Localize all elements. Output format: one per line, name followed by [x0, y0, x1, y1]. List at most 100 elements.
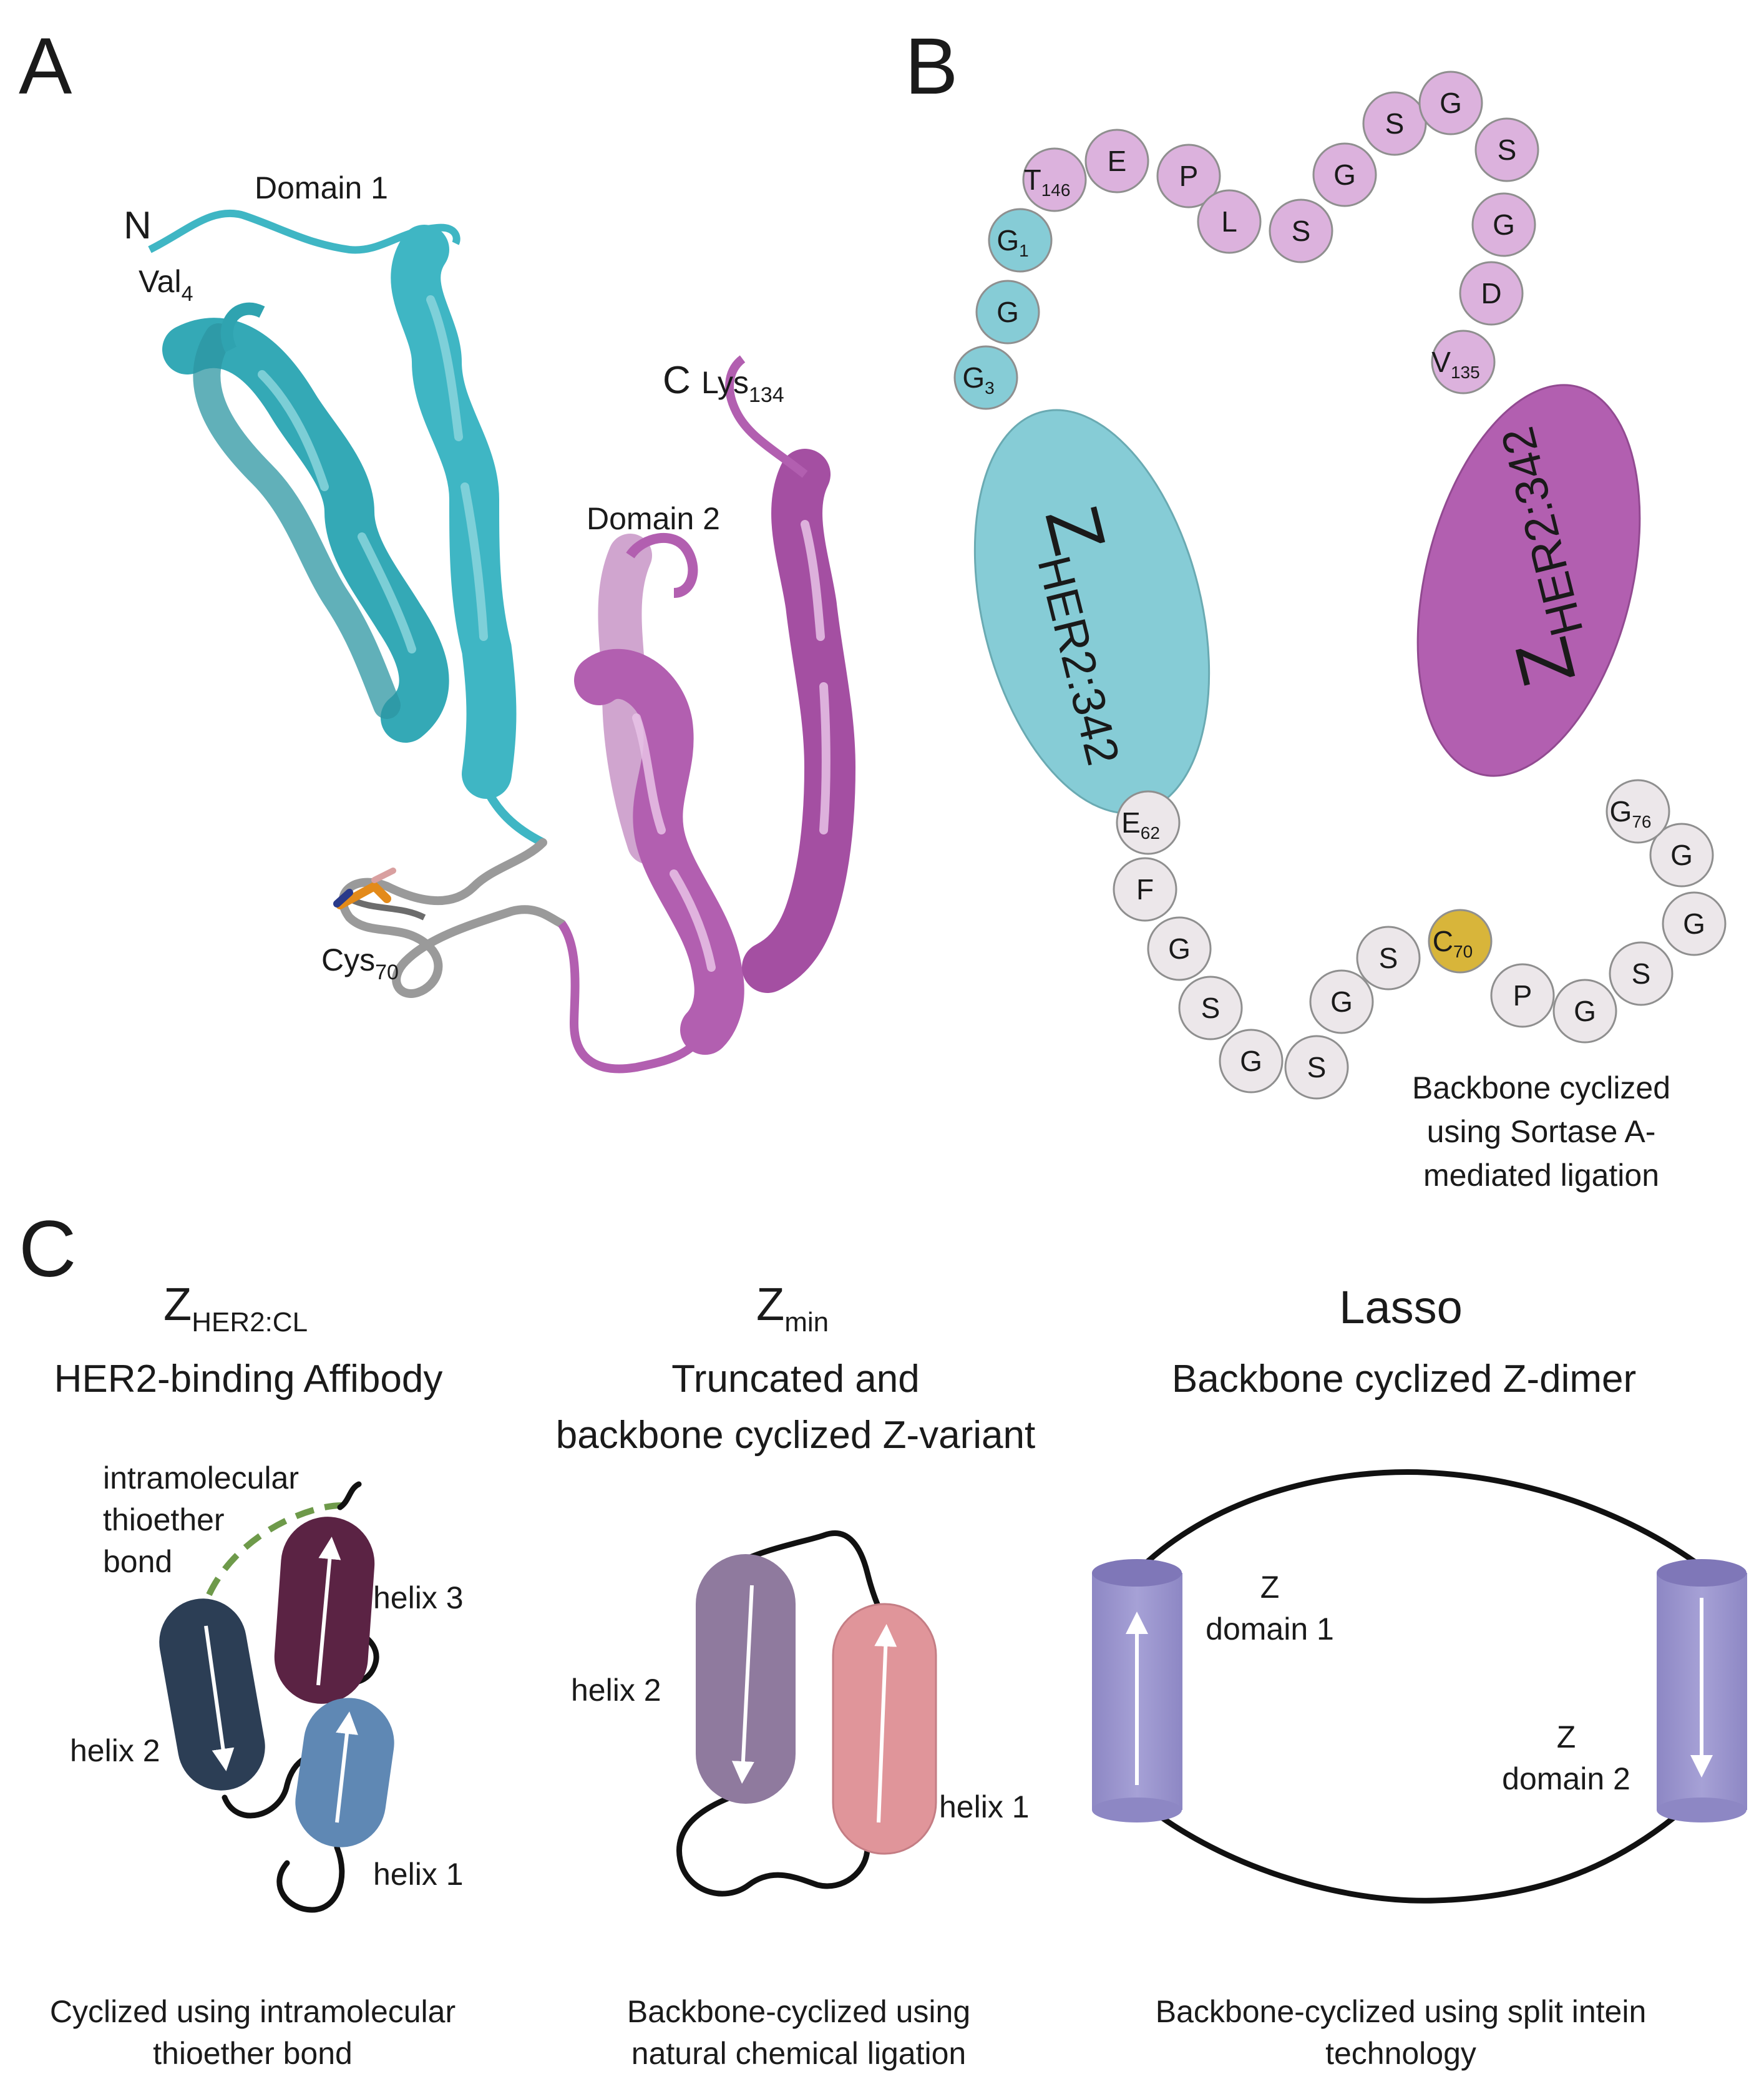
- residue-bead: F: [1113, 857, 1177, 922]
- residue-bead: G3: [953, 345, 1018, 410]
- residue-bead: G1: [988, 208, 1053, 273]
- lasso-title: Lasso: [1339, 1281, 1462, 1333]
- residue-circle: [1459, 261, 1524, 326]
- domain2-linker: [558, 921, 709, 1074]
- residue-circle: [1113, 857, 1177, 922]
- bond-label-line1: intramolecular: [103, 1460, 299, 1495]
- lasso-subtitle: Backbone cyclized Z-dimer: [1172, 1357, 1636, 1401]
- residue-label: G: [1574, 995, 1596, 1027]
- zher2cl-loop-top: [337, 1481, 362, 1510]
- zher2cl-title: ZHER2:CL: [163, 1278, 308, 1338]
- residue-label: T146: [1024, 164, 1071, 200]
- helix1-capsule: [295, 1698, 394, 1847]
- panel-a-letter: A: [19, 22, 72, 111]
- residue-bead: P: [1156, 144, 1221, 208]
- zher2cl-caption-line2: thioether bond: [153, 2036, 353, 2071]
- residue-bead: D: [1459, 261, 1524, 326]
- cys-sidechain-orange: [336, 881, 391, 909]
- residue-bead: G: [1552, 979, 1617, 1044]
- residue-label: G: [1670, 839, 1693, 871]
- zmin-helix2-arrow: [731, 1585, 754, 1784]
- n-terminus-label: N: [124, 204, 152, 247]
- zmin-subtitle-line1: Truncated and: [671, 1357, 920, 1401]
- residue-bead: E62: [1116, 790, 1181, 855]
- zher2cl-caption-line1: Cyclized using intramolecular: [50, 1994, 456, 2029]
- residue-bead: S: [1362, 91, 1427, 156]
- sortase-caption-line3: mediated ligation: [1423, 1158, 1659, 1193]
- residue-label: S: [1292, 215, 1311, 247]
- zmin-subtitle-line2: backbone cyclized Z-variant: [556, 1414, 1035, 1457]
- residue-label: S: [1307, 1051, 1327, 1084]
- residue-bead: L: [1197, 189, 1262, 254]
- domain1-ribbon: [162, 225, 545, 847]
- domain1-helix-c: [193, 323, 401, 719]
- lasso-caption-line1: Backbone-cyclized using split intein: [1156, 1994, 1647, 2029]
- residue-bead: V135: [1431, 330, 1496, 394]
- residue-label: G76: [1610, 795, 1652, 831]
- zmin-title: Zmin: [756, 1278, 829, 1338]
- zmin-caption-line2: natural chemical ligation: [631, 2036, 966, 2071]
- residue-label: P: [1179, 160, 1199, 192]
- domain2-highlight-b: [632, 713, 716, 972]
- residue-bead: S: [1178, 976, 1243, 1040]
- residue-label: L: [1221, 205, 1237, 238]
- domain2-highlight: [801, 520, 831, 834]
- domain2-top-loop: [626, 532, 698, 598]
- residue-circle: [1156, 144, 1221, 208]
- residue-circle: [1606, 779, 1670, 844]
- residue-circle: [1269, 198, 1333, 263]
- residue-label: S: [1632, 957, 1651, 990]
- residue-bead: E: [1084, 129, 1149, 193]
- residue-circle: [1609, 941, 1674, 1006]
- residue-circle: [1662, 891, 1727, 956]
- residue-label: G: [1333, 159, 1356, 191]
- gray-linker: [333, 838, 566, 998]
- residue-bead: G: [1147, 916, 1212, 981]
- residue-label: E: [1108, 145, 1127, 177]
- residue-label: G1: [997, 224, 1028, 260]
- zmin-helix2-label: helix 2: [571, 1673, 661, 1708]
- residue-circle: [1474, 117, 1539, 182]
- residue-bead: G76: [1606, 779, 1670, 844]
- val4-label: Val4: [139, 264, 193, 306]
- residue-circle: [1312, 142, 1377, 207]
- residue-label: S: [1498, 134, 1517, 166]
- residue-label: G3: [962, 361, 994, 398]
- sortase-caption-line1: Backbone cyclized: [1412, 1070, 1670, 1105]
- col-zmin: Zmin Truncated and backbone cyclized Z-v…: [556, 1278, 1035, 2071]
- domain1-loop: [148, 209, 460, 254]
- residue-bead: S: [1269, 198, 1333, 263]
- c-terminus-label: C: [663, 359, 691, 402]
- residue-circle: [1362, 91, 1427, 156]
- residue-bead: P: [1490, 963, 1555, 1028]
- domain1-tail: [476, 772, 545, 847]
- residue-label: G: [1493, 208, 1515, 241]
- panel-c-letter: C: [19, 1205, 76, 1294]
- domain1-highlight: [258, 370, 416, 653]
- residue-label: G: [1168, 932, 1191, 965]
- lasso-domain1-line1: Z: [1260, 1570, 1280, 1605]
- panel-a: A: [19, 22, 856, 1074]
- zher2cl-subtitle: HER2-binding Affibody: [54, 1357, 443, 1401]
- residue-circle: [1147, 916, 1212, 981]
- residue-circle: [1471, 192, 1536, 257]
- lasso-caption-line2: technology: [1325, 2036, 1476, 2071]
- zmin-helix1-capsule: [832, 1603, 937, 1855]
- residue-circle: [953, 345, 1018, 410]
- residue-label: G: [1330, 986, 1353, 1018]
- lasso-domain1-line2: domain 1: [1206, 1612, 1334, 1646]
- residue-circle: [1431, 330, 1496, 394]
- residue-bead: G: [1312, 142, 1377, 207]
- residue-label: G: [1683, 907, 1705, 940]
- domain2-label: Domain 2: [587, 501, 720, 536]
- residue-bead: G: [1219, 1029, 1284, 1093]
- domain1-label: Domain 1: [255, 170, 388, 205]
- residue-bead: S: [1474, 117, 1539, 182]
- residue-label: S: [1385, 107, 1405, 140]
- zmin-top-loop: [733, 1530, 889, 1626]
- residue-label: G: [997, 296, 1019, 328]
- residue-circle: [1309, 969, 1374, 1034]
